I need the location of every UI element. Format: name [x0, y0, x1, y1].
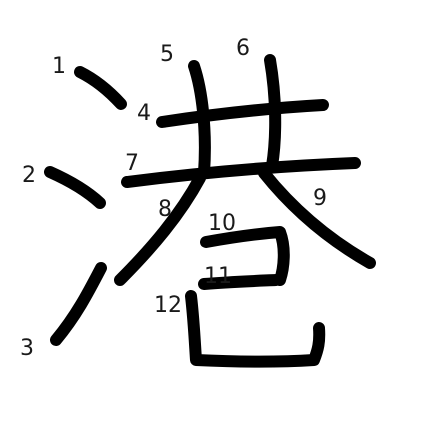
stroke-number-10: 10: [208, 211, 236, 236]
stroke-7: [121, 157, 361, 188]
stroke-8: [114, 172, 206, 286]
stroke-1: [74, 66, 127, 110]
stroke-number-1: 1: [52, 54, 66, 79]
stroke-2: [44, 166, 106, 209]
stroke-5: [188, 60, 211, 179]
stroke-number-9: 9: [313, 186, 327, 211]
stroke-number-8: 8: [158, 197, 172, 222]
stroke-12: [185, 290, 326, 368]
stroke-4: [156, 99, 329, 128]
stroke-number-3: 3: [20, 336, 34, 361]
stroke-3: [50, 262, 107, 346]
stroke-9: [258, 167, 376, 269]
stroke-number-2: 2: [22, 163, 36, 188]
stroke-number-12: 12: [154, 293, 182, 318]
stroke-number-4: 4: [137, 101, 151, 126]
stroke-11: [198, 274, 282, 290]
stroke-number-11: 11: [204, 264, 232, 289]
stroke-6: [264, 54, 282, 172]
stroke-number-7: 7: [125, 151, 139, 176]
stroke-10: [200, 226, 290, 286]
stroke-number-6: 6: [236, 36, 250, 61]
stroke-number-5: 5: [160, 42, 174, 67]
